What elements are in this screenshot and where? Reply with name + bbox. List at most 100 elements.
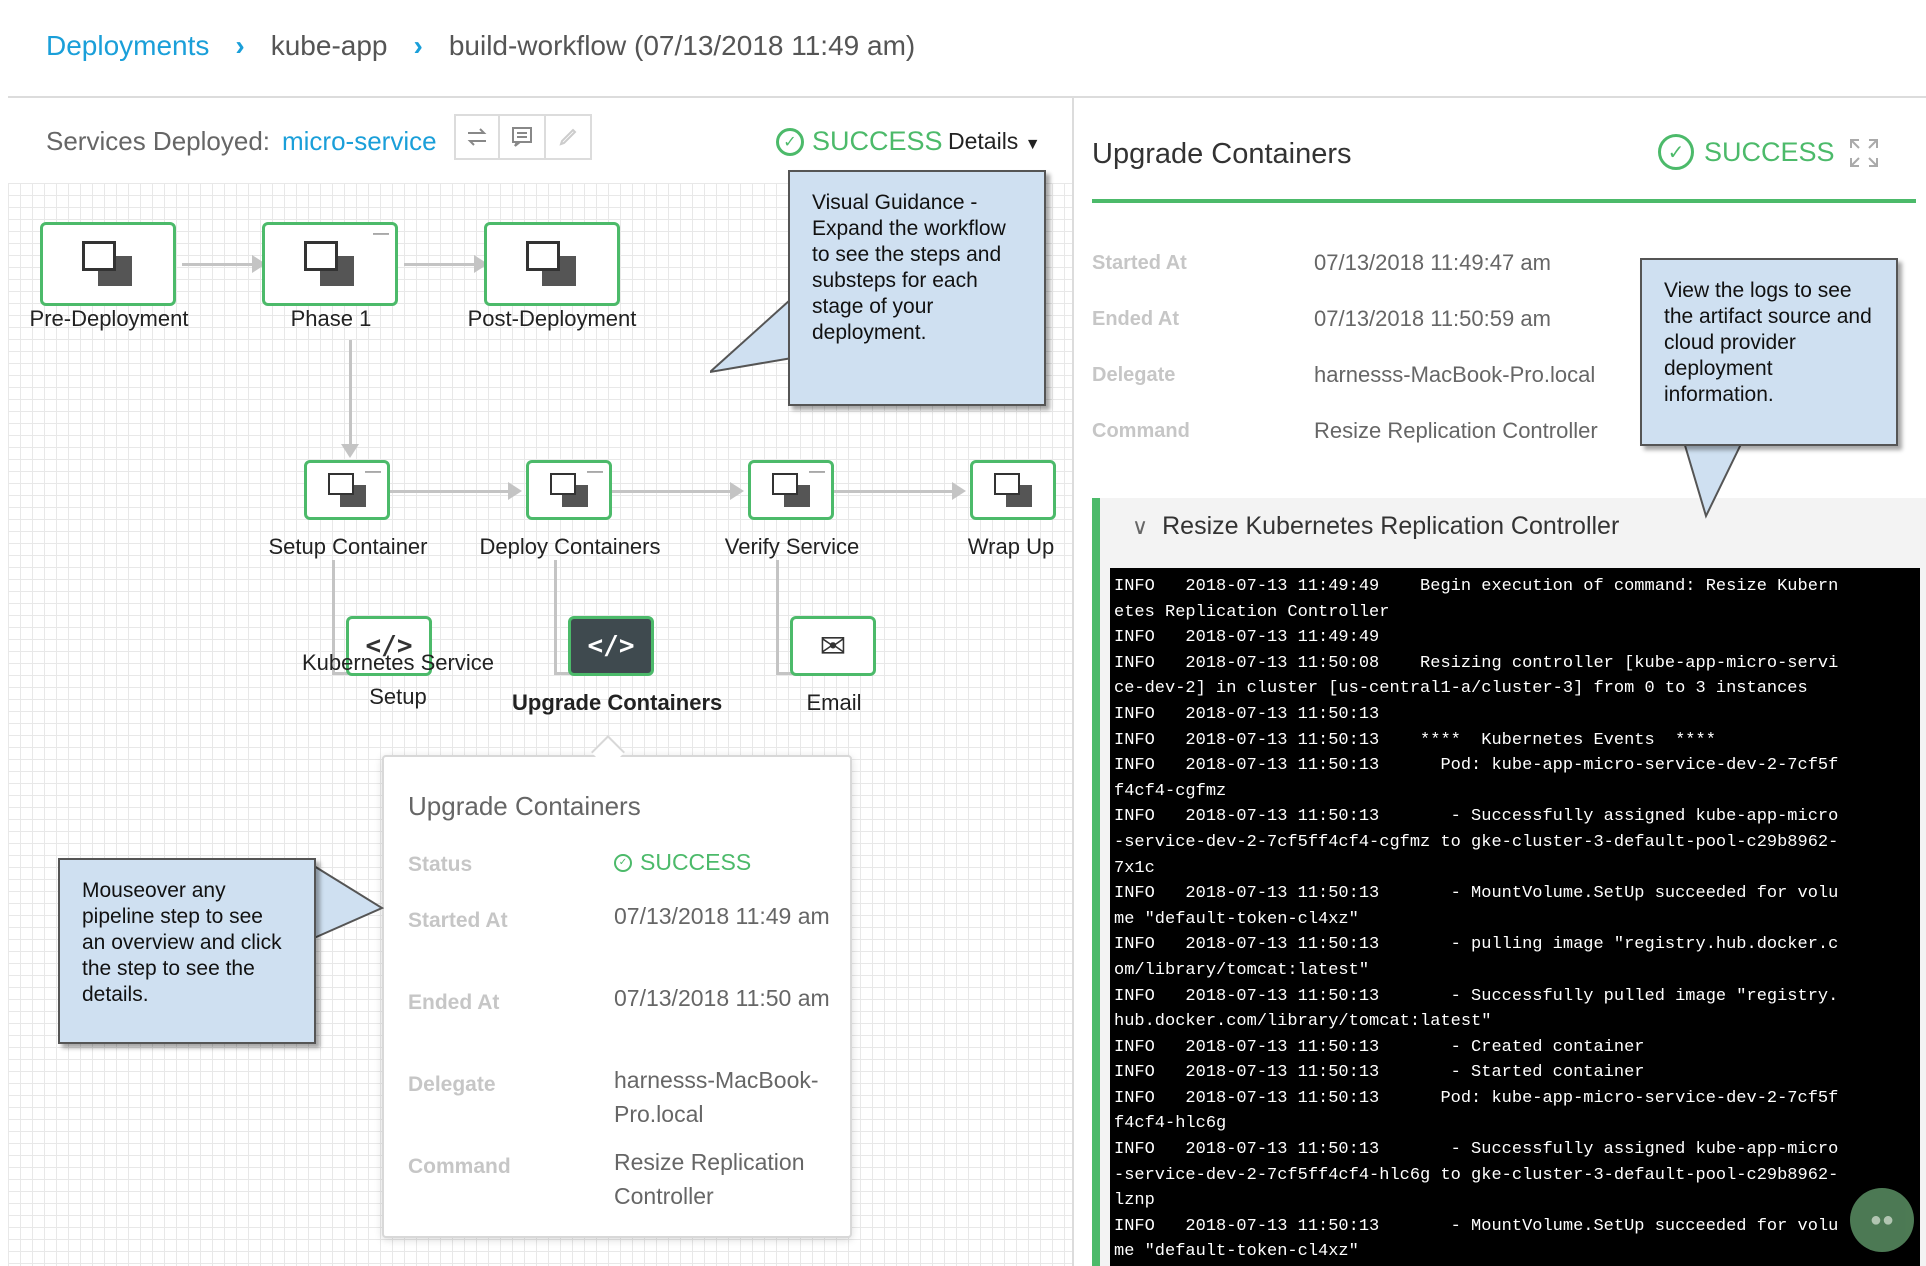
substep-label: Kubernetes Service Setup bbox=[302, 650, 494, 709]
chevron-down-icon: ∨ bbox=[1132, 513, 1149, 539]
collapse-icon[interactable]: — bbox=[587, 463, 603, 480]
chevron-right-icon: › bbox=[235, 30, 245, 61]
log-line: me "default-token-cl4xz" bbox=[1114, 909, 1359, 929]
popover-status-text: SUCCESS bbox=[640, 849, 752, 875]
log-line: me "default-token-cl4xz" bbox=[1114, 1242, 1359, 1262]
connector bbox=[612, 490, 736, 493]
collapse-icon[interactable]: — bbox=[373, 225, 389, 242]
service-link[interactable]: micro-service bbox=[282, 126, 437, 156]
step-node-wrap-up[interactable] bbox=[970, 460, 1056, 520]
log-line: INFO 2018-07-13 11:50:13 - Successfully … bbox=[1114, 1140, 1839, 1160]
log-line: etes Replication Controller bbox=[1114, 602, 1390, 622]
log-line: INFO 2018-07-13 11:50:13 - MountVolume.S… bbox=[1114, 1216, 1839, 1236]
log-line: ce-dev-2] in cluster [us-central1-a/clus… bbox=[1114, 679, 1808, 699]
callout-tail bbox=[313, 864, 384, 940]
arrow-right-icon bbox=[730, 482, 744, 500]
step-label: Setup Container bbox=[268, 534, 428, 559]
log-line: INFO 2018-07-13 11:50:13 - Created conta… bbox=[1114, 1037, 1645, 1057]
stack-icon bbox=[328, 473, 366, 507]
detail-key: Command bbox=[1092, 420, 1190, 442]
substep-node-kubernetes-service-setup[interactable]: </> bbox=[346, 616, 432, 676]
collapse-icon[interactable]: — bbox=[365, 463, 381, 480]
step-overview-popover: Upgrade Containers Status ✓ SUCCESS Star… bbox=[382, 755, 852, 1238]
detail-key: Ended At bbox=[1092, 308, 1180, 330]
notes-icon[interactable] bbox=[500, 114, 546, 160]
step-label: Deploy Containers bbox=[479, 534, 661, 559]
log-line: INFO 2018-07-13 11:50:13 - Started conta… bbox=[1114, 1063, 1645, 1083]
workflow-toolbar bbox=[454, 114, 592, 160]
callout-visual-guidance: Visual Guidance - Expand the workflow to… bbox=[788, 170, 1046, 406]
rerun-icon[interactable] bbox=[454, 114, 500, 160]
callout-text: Visual Guidance - Expand the workflow to… bbox=[812, 191, 1006, 344]
chat-icon: ●● bbox=[1869, 1208, 1895, 1231]
log-line: INFO 2018-07-13 11:50:13 - MountVolume.S… bbox=[1114, 884, 1839, 904]
breadcrumb-app[interactable]: kube-app bbox=[270, 30, 388, 61]
collapse-icon[interactable]: — bbox=[809, 463, 825, 480]
stage-node-pre-deployment[interactable] bbox=[40, 222, 176, 306]
step-node-deploy-containers[interactable]: — bbox=[526, 460, 612, 520]
log-line: INFO 2018-07-13 11:50:13 - Successfully … bbox=[1114, 807, 1839, 827]
expand-icon[interactable] bbox=[1849, 138, 1879, 168]
log-line: INFO 2018-07-13 11:50:13 Pod: kube-app-m… bbox=[1114, 1088, 1839, 1108]
connector bbox=[554, 560, 557, 674]
callout-text: View the logs to see the artifact source… bbox=[1664, 279, 1872, 406]
connector bbox=[332, 672, 352, 675]
breadcrumb-deployments-link[interactable]: Deployments bbox=[46, 30, 210, 61]
log-section-title: Resize Kubernetes Replication Controller bbox=[1162, 512, 1620, 540]
log-line: INFO 2018-07-13 11:50:13 Pod: kube-app-m… bbox=[1114, 756, 1839, 776]
connector bbox=[776, 560, 779, 674]
substep-label: Email bbox=[806, 690, 862, 715]
log-output[interactable]: INFO 2018-07-13 11:49:49 Begin execution… bbox=[1110, 568, 1920, 1266]
log-line: -service-dev-2-7cf5ff4cf4-hlc6g to gke-c… bbox=[1114, 1165, 1839, 1185]
detail-value: 07/13/2018 11:50:59 am bbox=[1314, 306, 1551, 331]
substep-node-email[interactable]: ✉ bbox=[790, 616, 876, 676]
chevron-right-icon: › bbox=[413, 30, 423, 61]
log-line: lznp bbox=[1114, 1191, 1155, 1211]
details-dropdown[interactable]: Details ▼ bbox=[948, 128, 1041, 155]
popover-command-value: Resize Replication Controller bbox=[614, 1149, 805, 1209]
header-divider bbox=[8, 96, 1926, 98]
log-line: f4cf4-hlc6g bbox=[1114, 1114, 1227, 1134]
substep-node-upgrade-containers[interactable]: </> bbox=[568, 616, 654, 676]
stage-node-phase-1[interactable]: — bbox=[262, 222, 398, 306]
stack-icon bbox=[550, 473, 588, 507]
callout-text: Mouseover any pipeline step to see an ov… bbox=[82, 879, 282, 1006]
stage-label: Post-Deployment bbox=[467, 306, 637, 331]
stack-icon bbox=[304, 241, 356, 287]
stack-icon bbox=[526, 241, 578, 287]
log-line: om/library/tomcat:latest" bbox=[1114, 960, 1370, 980]
step-node-verify-service[interactable]: — bbox=[748, 460, 834, 520]
breadcrumb-current: build-workflow (07/13/2018 11:49 am) bbox=[448, 30, 916, 61]
detail-key: Delegate bbox=[1092, 364, 1176, 386]
panel-status-badge: ✓ SUCCESS bbox=[1658, 134, 1835, 170]
log-section: ∨ Resize Kubernetes Replication Controll… bbox=[1092, 498, 1926, 1266]
log-line: INFO 2018-07-13 11:50:08 Resizing contro… bbox=[1114, 653, 1839, 673]
log-line: INFO 2018-07-13 11:50:13 **** Kubernetes… bbox=[1114, 730, 1716, 750]
log-line: hub.docker.com/library/tomcat:latest" bbox=[1114, 1012, 1492, 1032]
panel-title: Upgrade Containers bbox=[1092, 138, 1352, 170]
stage-label: Pre-Deployment bbox=[29, 306, 189, 331]
callout-mouseover: Mouseover any pipeline step to see an ov… bbox=[58, 858, 316, 1044]
detail-key: Started At bbox=[1092, 252, 1187, 274]
detail-value: Resize Replication Controller bbox=[1314, 418, 1598, 443]
log-line: INFO 2018-07-13 11:50:13 bbox=[1114, 704, 1380, 724]
popover-started-value: 07/13/2018 11:49 am bbox=[614, 903, 830, 929]
log-section-header[interactable]: ∨ Resize Kubernetes Replication Controll… bbox=[1132, 512, 1619, 541]
workflow-status-text: SUCCESS bbox=[812, 126, 943, 156]
code-icon: </> bbox=[587, 631, 635, 661]
popover-delegate-value: harnesss-MacBook-Pro.local bbox=[614, 1067, 819, 1127]
connector bbox=[182, 263, 258, 266]
stack-icon bbox=[82, 241, 134, 287]
step-label: Verify Service bbox=[724, 534, 860, 559]
step-node-setup-container[interactable]: — bbox=[304, 460, 390, 520]
substep-label: Upgrade Containers bbox=[512, 690, 723, 715]
popover-ended-value: 07/13/2018 11:50 am bbox=[614, 985, 830, 1011]
popover-command-key: Command bbox=[408, 1155, 511, 1178]
stage-node-post-deployment[interactable] bbox=[484, 222, 620, 306]
callout-tail bbox=[1682, 441, 1744, 519]
arrow-right-icon bbox=[952, 482, 966, 500]
approve-icon[interactable] bbox=[546, 114, 592, 160]
check-circle-icon: ✓ bbox=[776, 127, 804, 156]
help-chat-button[interactable]: ●● bbox=[1850, 1188, 1914, 1252]
callout-logs: View the logs to see the artifact source… bbox=[1640, 258, 1898, 446]
